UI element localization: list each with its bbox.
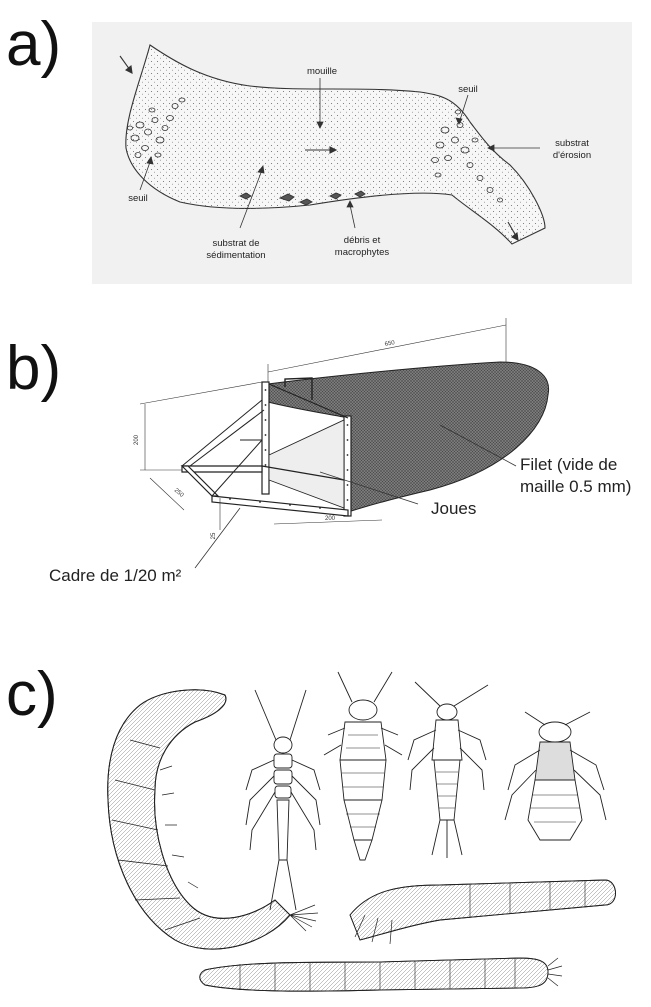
invertebrates-illustration (0, 660, 651, 1007)
label-substrat-erosion-2: d'érosion (553, 150, 591, 161)
label-debris-2: macrophytes (335, 247, 390, 258)
label-debris-1: débris et (344, 235, 381, 246)
stream-reach-diagram: mouille seuil substrat d'érosion seuil s… (0, 0, 651, 300)
odonata-nymph (505, 712, 606, 840)
braces (182, 400, 264, 496)
dim-small: 25 (211, 532, 217, 539)
dim-width: 200 (325, 516, 336, 522)
label-joues: Joues (431, 499, 476, 518)
dim-depth: 250 (173, 488, 185, 499)
stonefly-nymph (246, 690, 320, 910)
label-mouille: mouille (307, 66, 337, 77)
label-substrat-erosion-1: substrat (555, 138, 589, 149)
cranefly-larva (200, 958, 562, 991)
label-filet-2: maille 0.5 mm) (520, 477, 631, 496)
beetle-larva (324, 672, 402, 860)
dim-length: 650 (384, 340, 396, 348)
label-filet-1: Filet (vide de (520, 455, 617, 474)
label-seuil-left: seuil (128, 193, 148, 204)
surber-sampler-diagram: 650 200 250 200 25 Filet (vide de maille… (0, 300, 651, 600)
label-substrat-sed-1: substrat de (213, 238, 260, 249)
label-seuil-right: seuil (458, 84, 478, 95)
label-cadre: Cadre de 1/20 m² (49, 566, 182, 585)
cheek-panel (269, 420, 344, 508)
label-substrat-sed-2: sédimentation (206, 250, 265, 261)
cased-caddis (350, 880, 616, 944)
mayfly-nymph (408, 682, 488, 858)
dim-height: 200 (134, 434, 140, 445)
